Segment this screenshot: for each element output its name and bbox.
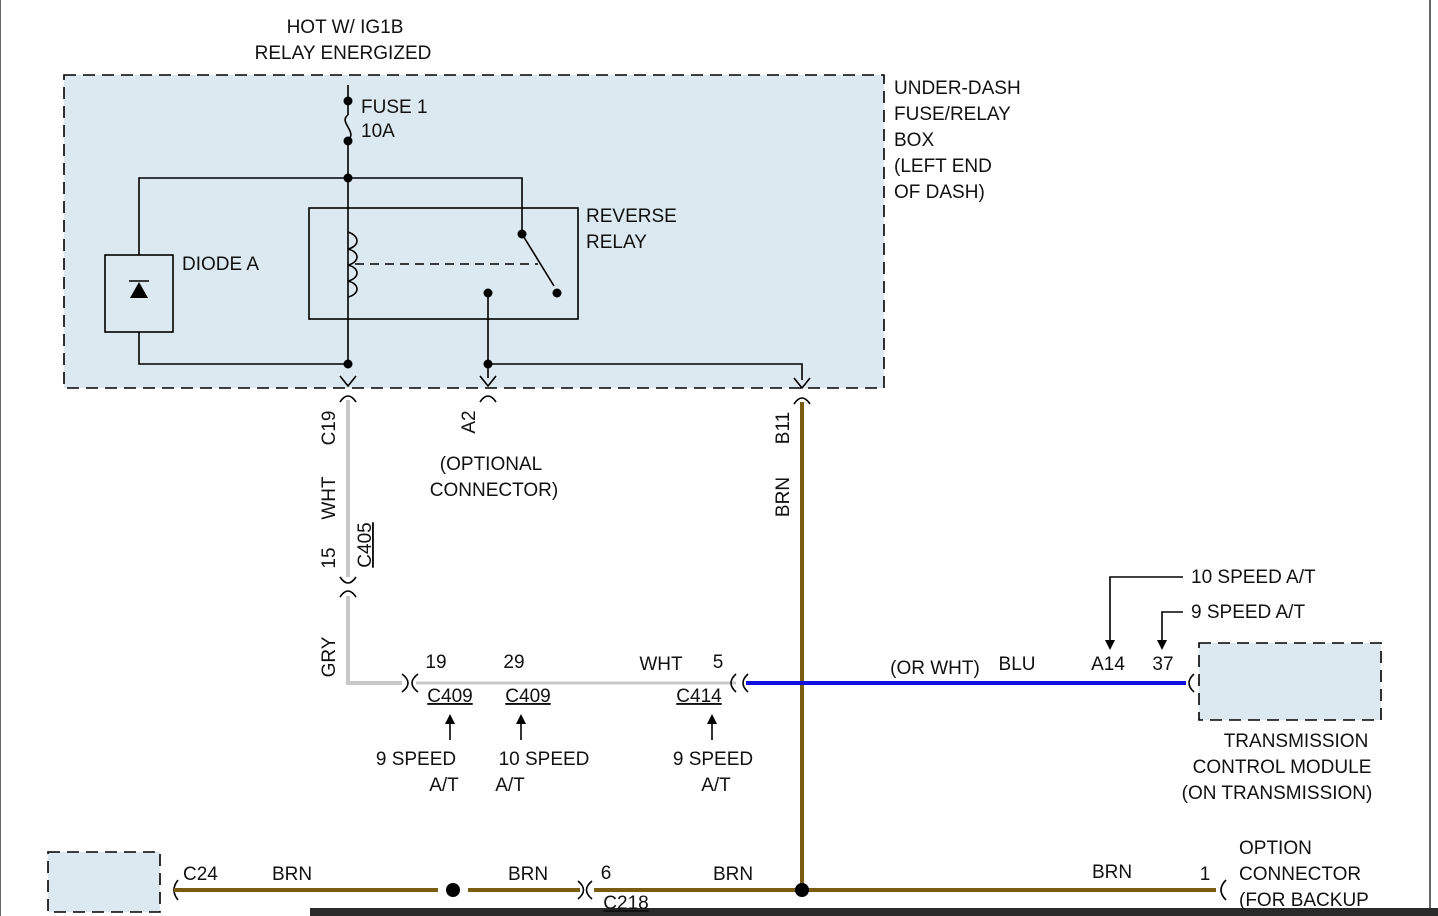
terminal-c19 <box>339 375 357 403</box>
splice-top <box>343 173 353 183</box>
a2-label: A2 <box>459 410 480 433</box>
diode-box <box>104 254 174 333</box>
relay-label-line1: REVERSE <box>586 206 677 227</box>
c409a-note1: 9 SPEED <box>376 749 456 770</box>
c409a-name: C409 <box>427 686 472 707</box>
c409b-name: C409 <box>505 686 550 707</box>
arrow-c409a <box>445 714 455 740</box>
connector-c414 <box>730 673 749 693</box>
wht-label: WHT <box>319 476 340 520</box>
brn-label-1: BRN <box>272 864 312 885</box>
arrow-c414 <box>707 714 717 740</box>
c218-name: C218 <box>603 893 648 914</box>
splice-a2 <box>483 359 493 369</box>
brn-b11-label: BRN <box>773 477 794 517</box>
tcm-note-10-speed: 10 SPEED A/T <box>1191 567 1316 588</box>
c414-note1: 9 SPEED <box>673 749 753 770</box>
b11-internal-wire <box>488 363 803 380</box>
relay-no-contact <box>552 288 562 298</box>
c414-name: C414 <box>676 686 722 707</box>
option-label-line3: (FOR BACKUP <box>1239 890 1369 911</box>
fuse-box-label: UNDER-DASH FUSE/RELAY BOX (LEFT END OF D… <box>894 78 1021 203</box>
tcm-pin-a14: A14 <box>1091 654 1125 675</box>
brn-label-3: BRN <box>713 864 753 885</box>
blu-label: BLU <box>999 654 1036 675</box>
splice-c19 <box>343 359 353 369</box>
svg-text:FUSE/RELAY: FUSE/RELAY <box>894 104 1011 125</box>
option-label-line2: CONNECTOR <box>1239 864 1361 885</box>
power-label-line2: RELAY ENERGIZED <box>255 43 432 64</box>
fuse-relay-box <box>63 74 885 389</box>
fuse-name: FUSE 1 <box>361 97 428 118</box>
bottom-scrollbar[interactable] <box>310 908 1438 916</box>
c414-note2: A/T <box>701 775 731 796</box>
diode-return-wire <box>138 332 348 365</box>
top-bus-wire <box>138 177 523 255</box>
relay-label-line2: RELAY <box>586 232 647 253</box>
svg-text:(LEFT END: (LEFT END <box>894 156 992 177</box>
brn-label-2: BRN <box>508 864 548 885</box>
c414-pin: 5 <box>713 652 724 673</box>
fuse-terminal-top <box>343 96 353 106</box>
relay-coil <box>347 231 358 298</box>
c405-pin: 15 <box>319 547 340 568</box>
relay-box <box>308 207 579 320</box>
tcm-module <box>1198 642 1382 721</box>
svg-text:BOX: BOX <box>894 130 934 151</box>
diode-label: DIODE A <box>182 254 259 275</box>
tcm-label-line2: CONTROL MODULE <box>1193 757 1372 778</box>
splice-bottom-left <box>446 883 460 897</box>
option-connector <box>1220 879 1227 901</box>
tcm-connector <box>1188 673 1195 693</box>
wht-c414-label: WHT <box>639 654 683 675</box>
optional-connector-line1: (OPTIONAL <box>440 454 542 475</box>
connector-c405 <box>339 576 357 598</box>
splice-bottom-center <box>795 883 809 897</box>
arrow-c409b <box>516 714 526 740</box>
power-label-line1: HOT W/ IG1B <box>287 17 404 38</box>
tcm-label-line3: (ON TRANSMISSION) <box>1182 783 1373 804</box>
diode-symbol <box>130 282 148 298</box>
c24-module <box>47 851 161 913</box>
svg-text:UNDER-DASH: UNDER-DASH <box>894 78 1021 99</box>
option-label-line1: OPTION <box>1239 838 1312 859</box>
c409b-pin: 29 <box>503 652 524 673</box>
tcm-pin-37: 37 <box>1152 654 1173 675</box>
c24-label: C24 <box>183 864 218 885</box>
fuse-rating: 10A <box>361 121 395 142</box>
c409b-note1: 10 SPEED <box>499 749 590 770</box>
c19-label: C19 <box>319 411 340 446</box>
terminal-b11 <box>793 377 811 405</box>
terminal-a2 <box>479 375 497 403</box>
c409a-pin: 19 <box>425 652 446 673</box>
relay-switch-arm <box>521 233 555 287</box>
tcm-label-line1: TRANSMISSION <box>1224 731 1369 752</box>
arrow-10-speed <box>1105 576 1183 650</box>
c218-pin: 6 <box>601 863 612 884</box>
arrow-9-speed <box>1157 611 1183 650</box>
c405-name: C405 <box>355 522 376 567</box>
optional-connector-line2: CONNECTOR) <box>430 480 558 501</box>
option-pin: 1 <box>1200 864 1211 885</box>
connector-c218 <box>577 880 593 900</box>
tcm-note-9-speed: 9 SPEED A/T <box>1191 602 1305 623</box>
svg-text:OF DASH): OF DASH) <box>894 182 985 203</box>
c409b-note2: A/T <box>495 775 525 796</box>
b11-label: B11 <box>773 412 794 444</box>
gry-wire <box>346 596 402 685</box>
gry-label: GRY <box>319 636 340 677</box>
connector-c409 <box>401 673 419 693</box>
c409a-note2: A/T <box>429 775 459 796</box>
or-wht-label: (OR WHT) <box>890 658 980 679</box>
brn-label-4: BRN <box>1092 862 1132 883</box>
